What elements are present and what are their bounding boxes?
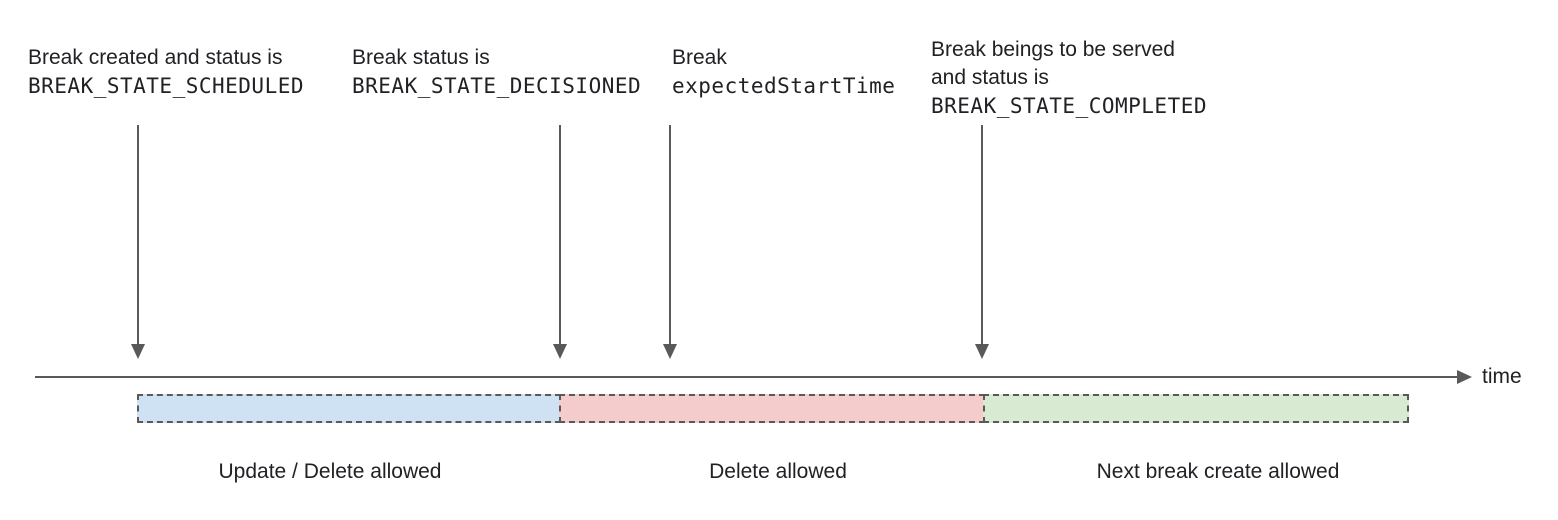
annotation-scheduled-code: BREAK_STATE_SCHEDULED <box>28 74 305 98</box>
annotation-scheduled: Break created and status is BREAK_STATE_… <box>28 44 304 100</box>
annotation-decisioned-text: Break status is <box>352 46 490 69</box>
down-arrow-completed <box>981 125 983 344</box>
down-arrow-expected-start <box>669 125 671 344</box>
annotation-expected-start-text: Break <box>672 46 727 69</box>
segment-label-update-delete: Update / Delete allowed <box>218 460 442 483</box>
time-axis-arrowhead-icon <box>1457 370 1472 384</box>
annotation-expected-start: Break expectedStartTime <box>672 44 895 100</box>
down-arrow-decisioned <box>559 125 561 344</box>
annotation-completed-text-line1: Break beings to be served <box>931 38 1175 61</box>
annotation-completed-code: BREAK_STATE_COMPLETED <box>931 94 1208 118</box>
annotation-decisioned-code: BREAK_STATE_DECISIONED <box>352 74 642 98</box>
down-arrow-scheduled <box>137 125 139 344</box>
annotation-completed-text-line2: and status is <box>931 66 1049 89</box>
segment-update-delete-allowed <box>137 394 561 423</box>
segment-delete-allowed <box>559 394 985 423</box>
segment-label-next-break: Next break create allowed <box>1096 460 1340 483</box>
annotation-decisioned: Break status is BREAK_STATE_DECISIONED <box>352 44 641 100</box>
time-axis-line <box>35 376 1459 378</box>
annotation-expected-start-code: expectedStartTime <box>672 74 896 98</box>
time-axis-label: time <box>1482 365 1522 388</box>
annotation-scheduled-text: Break created and status is <box>28 46 283 69</box>
segment-label-delete: Delete allowed <box>709 460 847 483</box>
segment-next-break-create-allowed <box>983 394 1409 423</box>
annotation-completed: Break beings to be served and status is … <box>931 36 1207 120</box>
